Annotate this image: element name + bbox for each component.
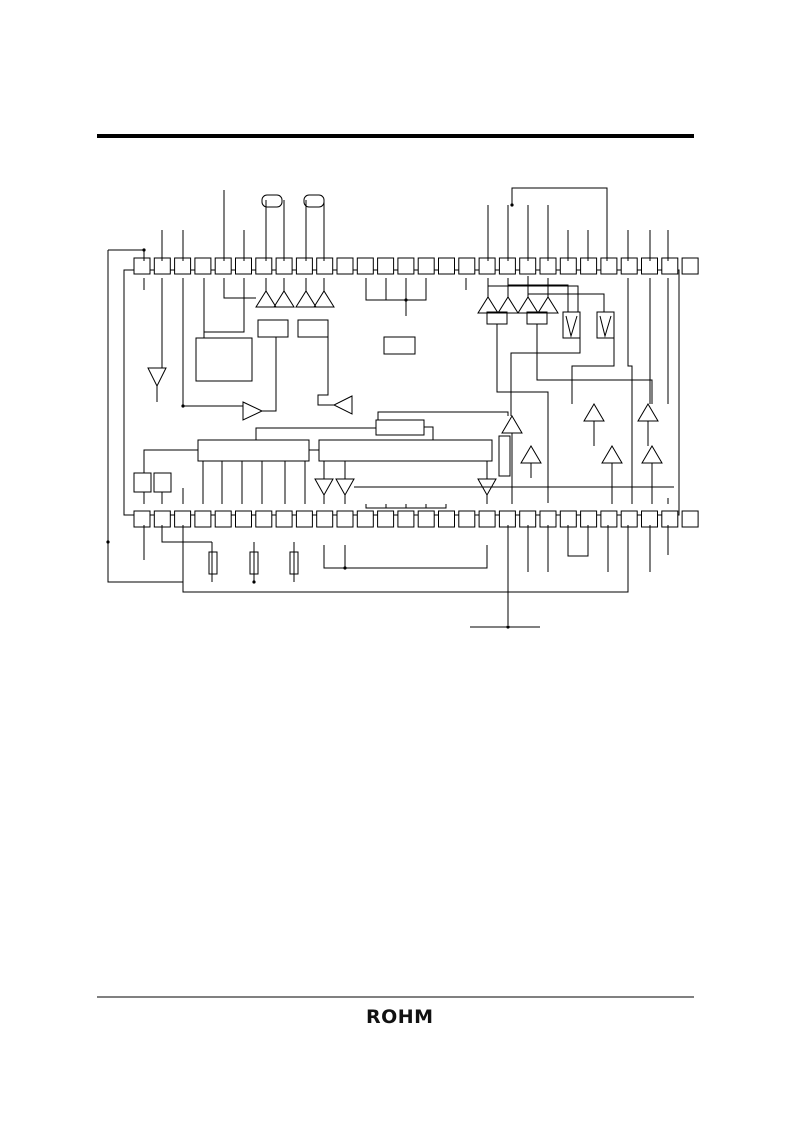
top-pin-row: [133, 257, 699, 275]
bottom-pin-6: [235, 510, 252, 528]
bottom-pin-22: [559, 510, 577, 528]
top-pin-7: [255, 257, 273, 275]
bottom-pin-4: [194, 510, 212, 528]
bottom-pin-17: [458, 510, 476, 528]
bottom-pin-24: [600, 510, 618, 528]
opamp-left: [147, 367, 167, 388]
top-pin-15: [417, 257, 435, 275]
filter-mark-2: [599, 315, 612, 338]
bottom-pin-13: [377, 510, 395, 528]
bottom-pin-15: [417, 510, 435, 528]
control-logic-right: [318, 439, 493, 462]
top-pin-14: [397, 257, 415, 275]
switch-block-b: [153, 472, 172, 493]
top-pin-4: [194, 257, 212, 275]
bottom-pin-7: [255, 510, 273, 528]
bottom-pin-23: [580, 510, 598, 528]
top-pin-24: [600, 257, 618, 275]
ic-body: [123, 269, 680, 516]
top-pin-19: [498, 257, 516, 275]
driver-block-2: [297, 319, 329, 338]
driver-block-1: [257, 319, 289, 338]
bottom-pin-8: [275, 510, 293, 528]
top-pin-23: [580, 257, 598, 275]
driver-amp-1: [255, 290, 277, 308]
bottom-pin-26: [641, 510, 658, 528]
ic-package: [123, 257, 699, 528]
opamp-feedback-2: [332, 395, 353, 415]
regulator-block: [195, 337, 253, 382]
bottom-pin-21: [539, 510, 557, 528]
bottom-pin-25: [620, 510, 638, 528]
opamp-feedback-1: [242, 401, 264, 421]
top-pin-1: [133, 257, 151, 275]
amp-right-3: [601, 445, 623, 464]
bottom-pin-16: [438, 510, 455, 528]
top-pin-16: [438, 257, 455, 275]
filter-block-2: [596, 311, 615, 339]
top-pin-27: [661, 257, 679, 275]
control-logic-left: [197, 439, 310, 462]
bottom-pin-27: [661, 510, 679, 528]
bottom-pin-2: [153, 510, 171, 528]
top-pin-11: [336, 257, 354, 275]
driver-amp-2: [273, 290, 295, 308]
amp-right-1: [583, 403, 605, 422]
connection-nodes: [106, 203, 514, 629]
amp-right-2: [637, 403, 659, 422]
motor-1: [261, 194, 283, 208]
bottom-pin-19: [498, 510, 516, 528]
potentiometer-2: [249, 551, 259, 575]
top-pin-12: [356, 257, 374, 275]
bottom-pin-10: [316, 510, 334, 528]
small-box-2: [526, 311, 548, 325]
switch-block-a: [133, 472, 152, 493]
motor-2: [303, 194, 325, 208]
header-rule: [97, 134, 694, 138]
rf-amp-1: [477, 296, 499, 314]
filter-block-1: [562, 311, 581, 339]
potentiometer-1: [208, 551, 218, 575]
top-pin-18: [478, 257, 496, 275]
buffer-1: [314, 478, 334, 497]
driver-amp-4: [313, 290, 335, 308]
rf-amp-3: [517, 296, 539, 314]
bottom-pin-14: [397, 510, 415, 528]
rf-amp-2: [497, 296, 519, 314]
bottom-pin-12: [356, 510, 374, 528]
small-block: [383, 336, 416, 355]
bottom-pin-20: [519, 510, 537, 528]
small-box-1: [486, 311, 508, 325]
driver-amp-3: [295, 290, 317, 308]
filter-mark-1: [565, 315, 578, 338]
external-circuitry: [107, 187, 669, 628]
amp-mid-2: [520, 445, 542, 464]
rohm-logo: ROHM: [366, 1006, 434, 1028]
internal-wiring: [143, 276, 674, 509]
bottom-pin-row: [133, 510, 699, 528]
top-pin-5: [214, 257, 232, 275]
top-pin-28: [681, 257, 699, 275]
amp-mid-1: [501, 415, 523, 434]
mid-block: [375, 419, 425, 436]
rf-amp-4: [537, 296, 559, 314]
amp-right-4: [641, 445, 663, 464]
top-pin-10: [316, 257, 334, 275]
bottom-pin-3: [174, 510, 192, 528]
bottom-pin-9: [295, 510, 313, 528]
top-pin-13: [377, 257, 395, 275]
bottom-pin-1: [133, 510, 151, 528]
buffer-2: [335, 478, 355, 497]
bottom-pin-18: [478, 510, 496, 528]
top-pin-17: [458, 257, 476, 275]
bottom-pin-11: [336, 510, 354, 528]
bottom-pin-28: [681, 510, 699, 528]
top-pin-25: [620, 257, 638, 275]
tall-block: [498, 435, 511, 477]
potentiometer-3: [289, 551, 299, 575]
top-pin-9: [295, 257, 313, 275]
bottom-pin-5: [214, 510, 232, 528]
